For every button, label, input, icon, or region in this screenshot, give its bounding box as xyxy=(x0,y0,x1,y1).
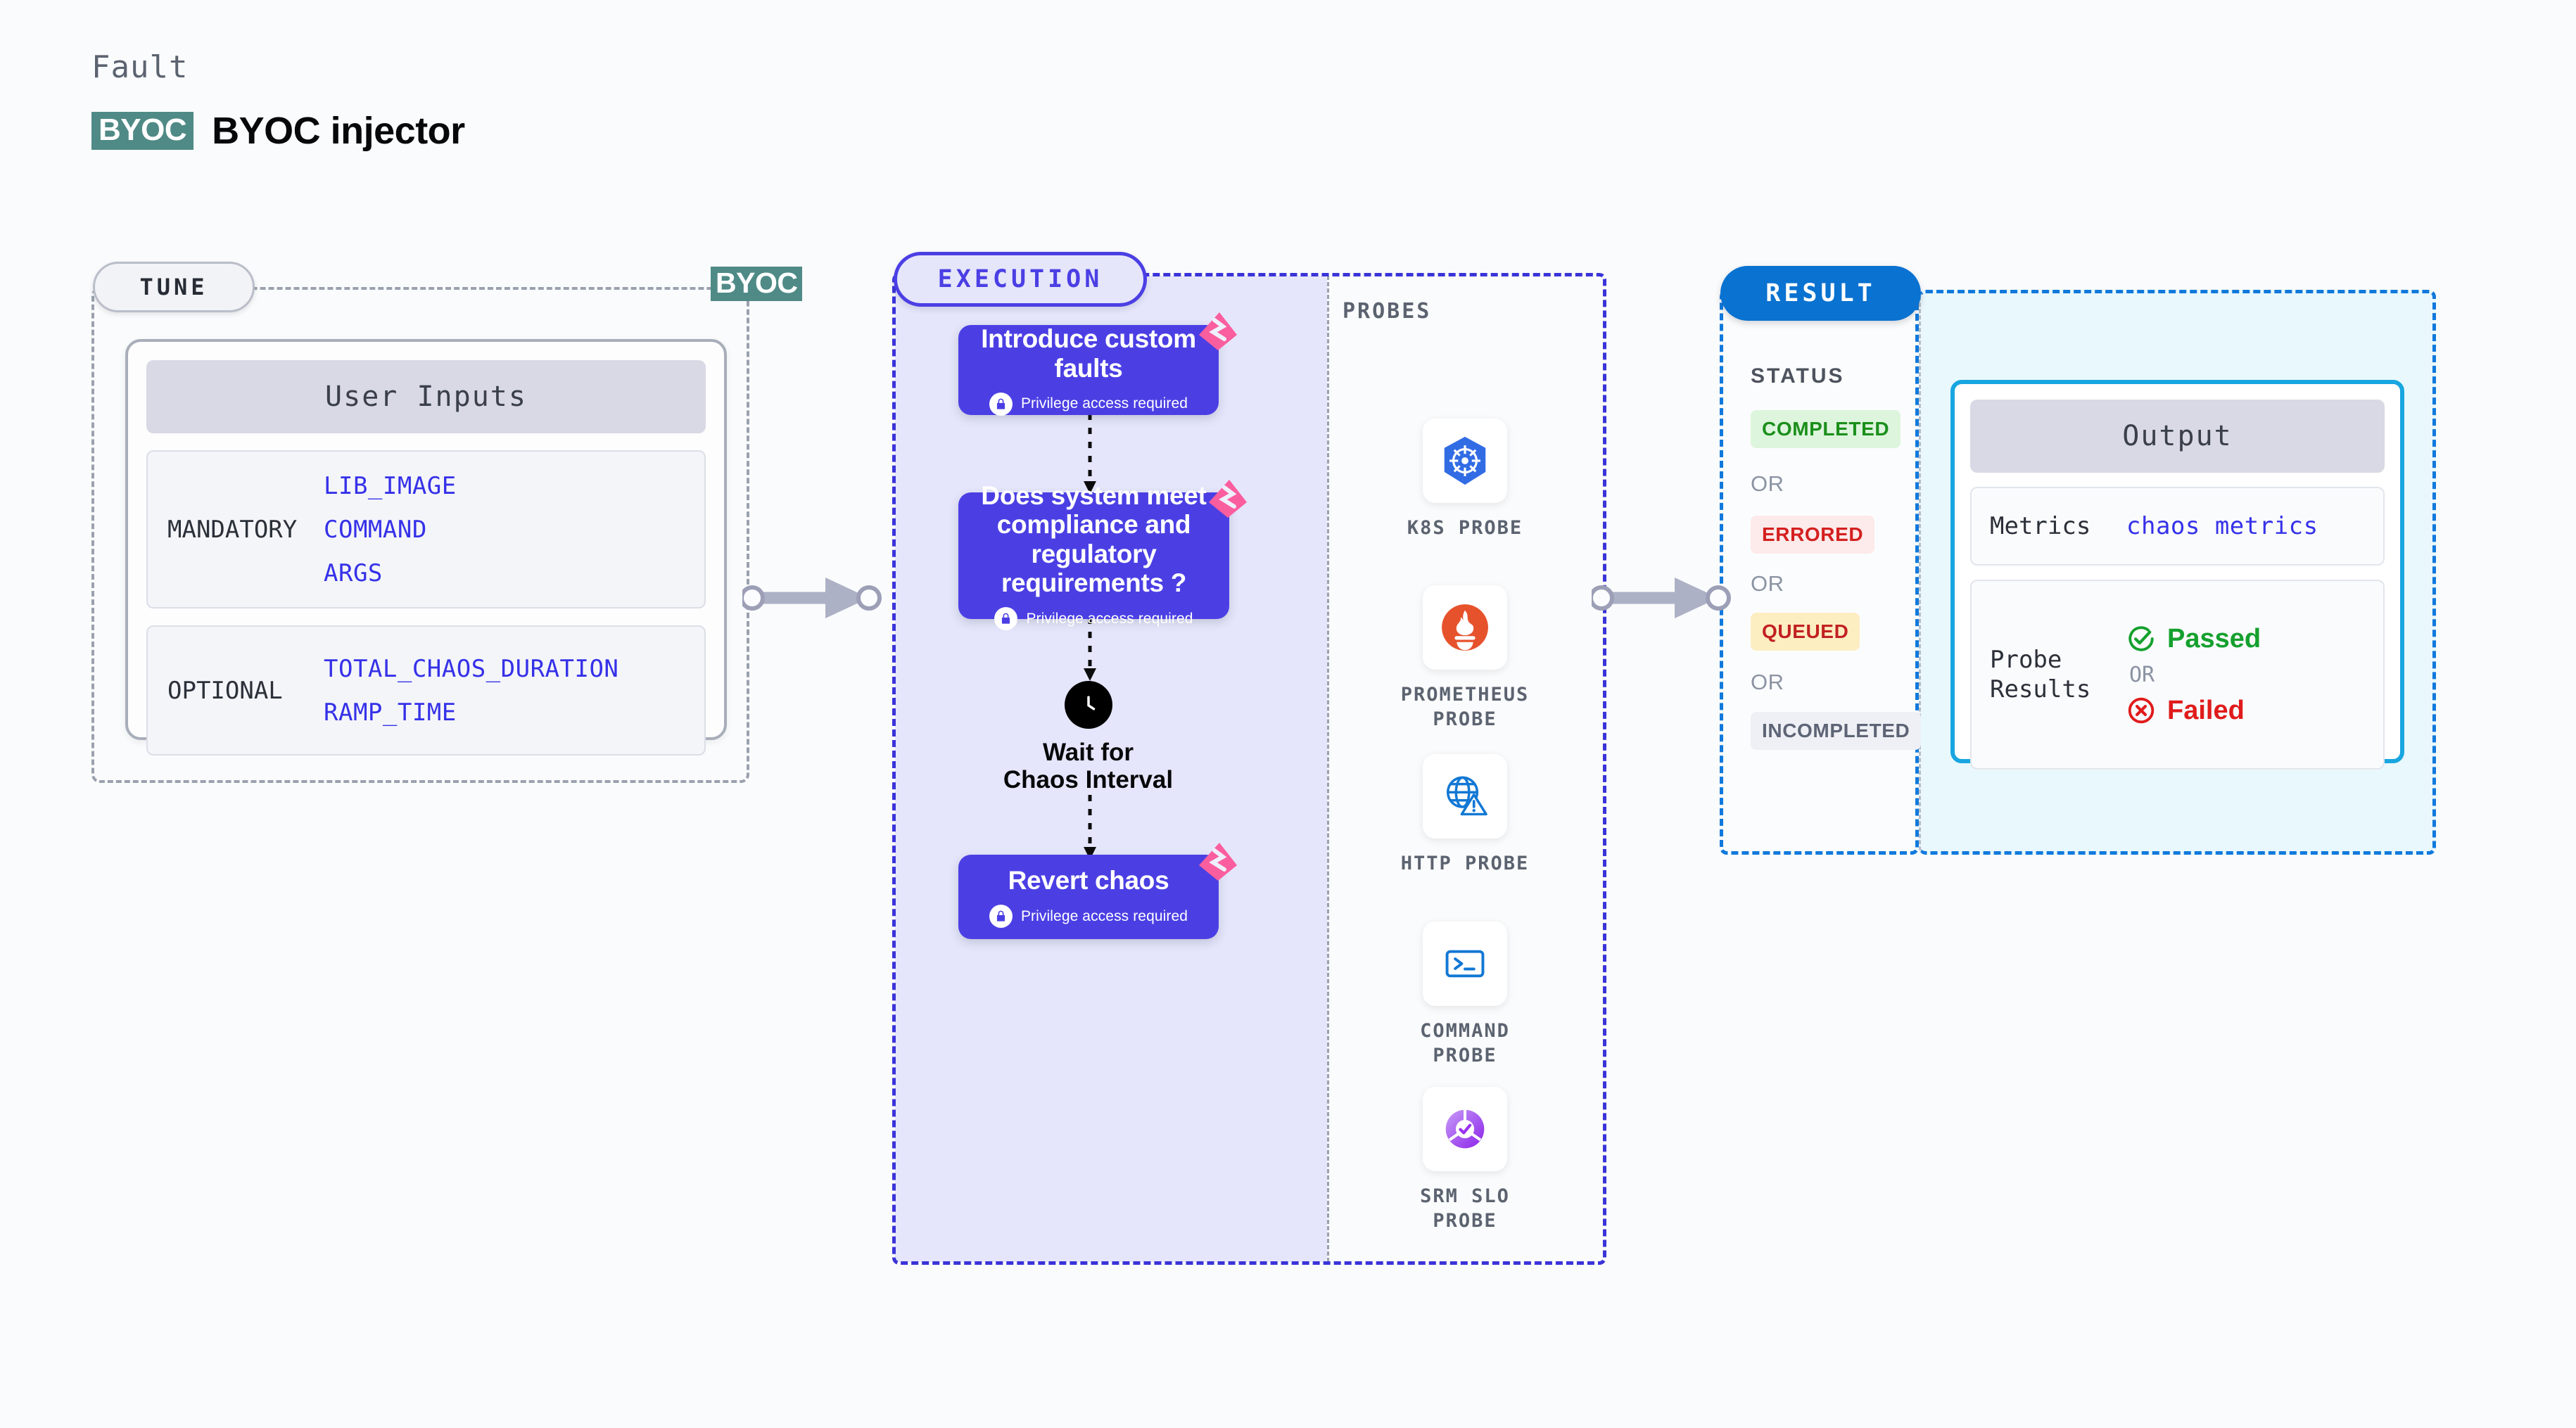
probe-label: K8S PROBE xyxy=(1407,517,1523,539)
probe-pass-label: Passed xyxy=(2167,623,2261,654)
param-command: COMMAND xyxy=(324,515,427,544)
param-total-chaos-duration: TOTAL_CHAOS_DURATION xyxy=(324,654,619,683)
probe-tile xyxy=(1423,419,1507,503)
probe-label: HTTP PROBE xyxy=(1400,853,1530,874)
param-ramp-time: RAMP_TIME xyxy=(324,698,457,727)
node-introduce-custom-faults[interactable]: Introduce custom faults Privilege access… xyxy=(958,324,1219,416)
mandatory-label: MANDATORY xyxy=(167,515,298,544)
node-wait-for-chaos-interval[interactable]: Wait for Chaos Interval xyxy=(1002,681,1174,793)
user-inputs-card: User Inputs MANDATORY LIB_IMAGE COMMAND … xyxy=(125,339,727,756)
probe-result-passed: Passed xyxy=(2126,624,2261,654)
probe-tile xyxy=(1423,754,1507,839)
privilege-text: Privilege access required xyxy=(1026,610,1193,627)
status-badge-errored: ERRORED xyxy=(1751,516,1875,554)
probe-tile xyxy=(1423,585,1507,670)
output-probe-results-row: Probe Results Passed OR Failed xyxy=(1970,580,2385,770)
probe-srm-slo[interactable]: SRM SLO PROBE xyxy=(1388,1087,1542,1233)
page-kicker: Fault xyxy=(91,49,189,85)
probe-k8s[interactable]: K8S PROBE xyxy=(1388,419,1542,540)
metrics-value[interactable]: chaos metrics xyxy=(2126,512,2318,540)
probe-http[interactable]: HTTP PROBE xyxy=(1388,754,1542,876)
probe-prometheus[interactable]: PROMETHEUS PROBE xyxy=(1388,585,1542,732)
check-circle-icon xyxy=(2128,626,2154,651)
litmus-chaos-icon xyxy=(1199,843,1237,881)
privilege-note: Privilege access required xyxy=(994,607,1193,631)
probe-label: SRM SLO PROBE xyxy=(1420,1185,1510,1232)
arrow-execution-to-result xyxy=(1592,578,1731,618)
output-metrics-row: Metrics chaos metrics xyxy=(1970,487,2385,566)
probe-or-label: OR xyxy=(2129,662,2155,687)
connector-b-to-wait xyxy=(1084,604,1096,681)
http-globe-icon xyxy=(1446,776,1487,816)
tune-section-label: TUNE xyxy=(93,262,255,312)
status-title: STATUS xyxy=(1751,364,1845,388)
privilege-note: Privilege access required xyxy=(989,905,1188,929)
privilege-note: Privilege access required xyxy=(989,392,1188,416)
node-title: Wait for Chaos Interval xyxy=(1003,739,1174,794)
srm-slo-icon xyxy=(1445,1109,1485,1149)
tune-byoc-marker: BYOC xyxy=(711,267,803,301)
optional-params-group: OPTIONAL TOTAL_CHAOS_DURATION RAMP_TIME xyxy=(146,625,706,756)
probe-results-key: Probe Results xyxy=(1990,645,2091,704)
litmus-chaos-icon xyxy=(1209,480,1247,518)
output-card: Output Metrics chaos metrics Probe Resul… xyxy=(1950,380,2404,770)
page-title-row: BYOC BYOC injector xyxy=(91,109,465,153)
param-args: ARGS xyxy=(324,559,383,587)
result-section-label: RESULT xyxy=(1720,266,1921,321)
execution-pane xyxy=(895,276,1327,1262)
status-badge-queued: QUEUED xyxy=(1751,613,1860,651)
node-revert-chaos[interactable]: Revert chaos Privilege access required xyxy=(958,855,1219,939)
x-circle-icon xyxy=(2128,697,2155,724)
probe-tile xyxy=(1423,1087,1507,1171)
connector-a-to-b xyxy=(1084,414,1096,494)
probe-label: COMMAND PROBE xyxy=(1420,1020,1510,1067)
execution-section-label: EXECUTION xyxy=(894,252,1147,307)
probe-results-values: Passed OR Failed xyxy=(2126,624,2261,726)
result-status-region xyxy=(1720,290,1919,855)
connector-wait-to-revert xyxy=(1084,795,1096,860)
optional-values: TOTAL_CHAOS_DURATION RAMP_TIME xyxy=(324,655,618,727)
probes-title: PROBES xyxy=(1343,299,1432,324)
terminal-icon xyxy=(1445,950,1485,978)
page-title: BYOC injector xyxy=(212,110,465,152)
node-title: Revert chaos xyxy=(1008,865,1169,895)
probe-tile xyxy=(1423,922,1507,1006)
prometheus-icon xyxy=(1442,604,1488,651)
user-inputs-header: User Inputs xyxy=(146,360,706,433)
output-header: Output xyxy=(1970,400,2385,473)
lock-icon xyxy=(989,392,1013,416)
status-or-3: OR xyxy=(1751,670,1784,694)
probe-fail-label: Failed xyxy=(2167,695,2245,725)
clock-icon xyxy=(1064,681,1112,729)
node-compliance-check[interactable]: Does system meet compliance and regulato… xyxy=(958,481,1229,631)
probe-label: PROMETHEUS PROBE xyxy=(1400,684,1530,731)
probe-command[interactable]: COMMAND PROBE xyxy=(1388,922,1542,1068)
status-or-2: OR xyxy=(1751,571,1784,596)
arrow-tune-to-execution xyxy=(742,578,882,618)
node-title: Introduce custom faults xyxy=(981,324,1196,383)
privilege-text: Privilege access required xyxy=(1020,395,1188,412)
lock-icon xyxy=(994,607,1018,631)
status-badge-completed: COMPLETED xyxy=(1751,410,1901,448)
mandatory-params-group: MANDATORY LIB_IMAGE COMMAND ARGS xyxy=(146,450,706,608)
litmus-chaos-icon xyxy=(1199,312,1237,350)
status-badge-incompleted: INCOMPLETED xyxy=(1751,712,1922,750)
mandatory-values: LIB_IMAGE COMMAND ARGS xyxy=(324,472,457,587)
status-or-1: OR xyxy=(1751,471,1784,496)
tune-section-container xyxy=(91,287,749,783)
optional-label: OPTIONAL xyxy=(167,676,283,705)
byoc-badge: BYOC xyxy=(91,112,194,150)
privilege-text: Privilege access required xyxy=(1020,907,1188,924)
kubernetes-icon xyxy=(1444,436,1486,485)
node-title: Does system meet compliance and regulato… xyxy=(981,480,1207,597)
param-lib-image: LIB_IMAGE xyxy=(324,471,457,500)
probe-result-failed: Failed xyxy=(2126,696,2261,726)
execution-section-container xyxy=(892,273,1606,1265)
lock-icon xyxy=(989,905,1013,929)
metrics-key: Metrics xyxy=(1990,511,2091,540)
